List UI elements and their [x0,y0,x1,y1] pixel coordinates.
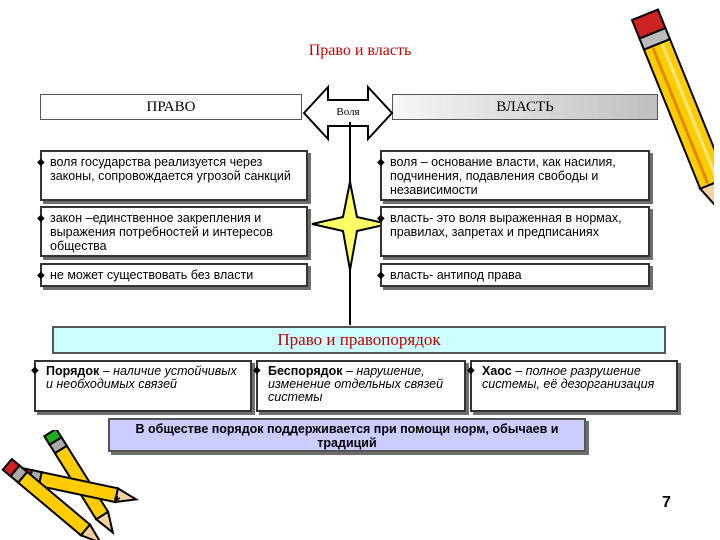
order-term: Порядок [46,364,100,378]
vlast-item-1: ◆ воля – основание власти, как насилия, … [377,150,650,201]
pravo-item-text: воля государства реализуется через закон… [50,155,291,183]
diamond-bullet-icon: ◆ [467,365,475,376]
pravo-item-text: закон –единственное закрепления и выраже… [50,211,273,253]
order-desc: – наличие устойчивых и необходимых связе… [46,364,237,391]
vlast-header: ВЛАСТЬ [392,94,658,120]
order-box: ◆ Порядок – наличие устойчивых и необход… [31,360,252,412]
footer-star: * [114,494,121,511]
chaos-desc: – полное разрушение системы, её дезорган… [482,364,655,391]
four-point-star-icon [311,122,389,325]
diamond-bullet-icon: ◆ [377,270,385,281]
chaos-box: ◆ Хаос – полное разрушение системы, её д… [467,360,678,412]
pravo-header: ПРАВО [40,94,302,120]
pencil-icon [630,8,714,222]
diamond-bullet-icon: ◆ [37,270,45,281]
disorder-desc: – нарушение, изменение отдельных связей … [268,364,444,404]
pravo-item-2: ◆ закон –единственное закрепления и выра… [37,206,308,257]
diamond-bullet-icon: ◆ [37,213,45,224]
pravo-item-3: ◆ не может существовать без власти [37,263,308,287]
pravo-item-1: ◆ воля государства реализуется через зак… [37,150,308,201]
disorder-term: Беспорядок [268,364,343,378]
society-note: В обществе порядок поддерживается при по… [108,418,586,452]
diamond-bullet-icon: ◆ [253,365,261,376]
vlast-item-3: ◆ власть- антипод права [377,263,650,287]
page-number: 7 [662,494,671,511]
vlast-item-text: воля – основание власти, как насилия, по… [390,155,616,197]
section-band-title: Право и правопорядок [52,326,666,354]
diamond-bullet-icon: ◆ [377,157,385,168]
diamond-bullet-icon: ◆ [31,365,39,376]
arrow-label: Воля [336,106,360,118]
chaos-term: Хаос [482,364,512,378]
double-arrow-icon [302,84,394,142]
page-title: Право и власть [308,42,412,59]
vlast-item-text: власть- это воля выраженная в нормах, пр… [390,211,622,239]
vlast-item-text: власть- антипод права [390,268,522,282]
pravo-item-text: не может существовать без власти [50,268,254,282]
pencils-cluster-icon [1,430,140,540]
disorder-box: ◆ Беспорядок – нарушение, изменение отде… [253,360,466,412]
diamond-bullet-icon: ◆ [37,157,45,168]
vlast-item-2: ◆ власть- это воля выраженная в нормах, … [377,206,650,257]
diamond-bullet-icon: ◆ [377,213,385,224]
